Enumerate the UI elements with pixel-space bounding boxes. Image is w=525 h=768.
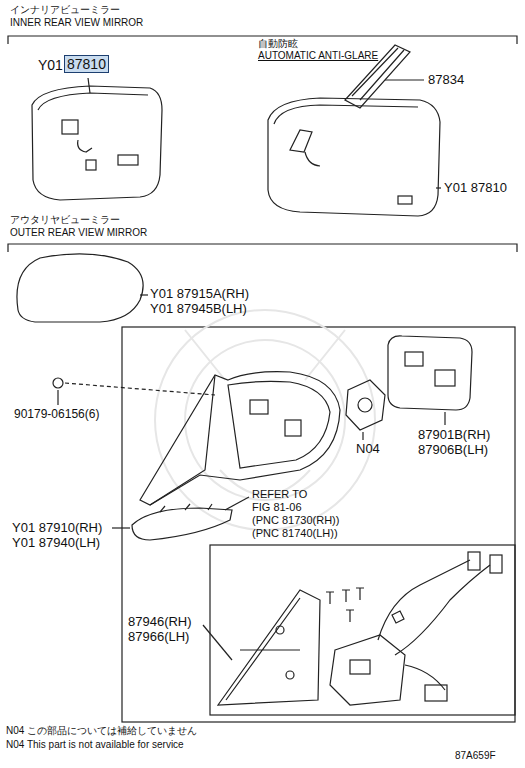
mirror-bracket <box>218 590 320 705</box>
turn-lamp <box>132 504 232 540</box>
leader-line <box>203 625 232 660</box>
leader-line <box>362 432 363 440</box>
leader-line <box>385 79 424 80</box>
part-number: Y01 87940(LH) <box>12 536 100 551</box>
part-number: Y01 87810 <box>444 181 507 196</box>
part-number: Y01 87910(RH) <box>12 521 102 536</box>
leader-line <box>225 497 249 510</box>
section-title: アウタリヤビューミラー <box>10 214 120 226</box>
figure-code: 87A659F <box>455 750 496 762</box>
leader-line <box>436 187 441 188</box>
part-number: 87946(RH) <box>128 615 192 630</box>
section-frame <box>8 244 517 252</box>
wire-harness <box>378 552 502 701</box>
reference-note: (PNC 81740(LH)) <box>252 527 338 540</box>
part-number: 87906B(LH) <box>418 443 488 458</box>
reference-note: (PNC 81730(RH)) <box>252 514 339 527</box>
leader-line <box>140 294 148 295</box>
part-prefix: Y01 <box>38 57 63 73</box>
sub-assembly-box <box>210 545 515 715</box>
inner-mirror <box>32 86 162 200</box>
footnote: N04 この部品については補給していません <box>6 725 197 737</box>
highlighted-part-number: 87810 <box>64 55 109 73</box>
assembly-box <box>122 327 515 722</box>
leader-line <box>112 527 130 528</box>
part-number: 87966(LH) <box>128 630 189 645</box>
section-subtitle: 自動防眩 <box>258 38 298 50</box>
inner-mirror-anti-glare <box>268 98 440 216</box>
footnote: N04 This part is not available for servi… <box>6 739 184 751</box>
mirror-glass <box>388 336 472 410</box>
part-number: Y01 87915A(RH) <box>150 287 249 302</box>
motor-unit <box>330 635 405 705</box>
part-number: 87901B(RH) <box>418 428 490 443</box>
leader-line <box>57 390 58 405</box>
leader-line <box>88 78 90 93</box>
section-title: インナリアビューミラー <box>10 4 120 16</box>
section-title: INNER REAR VIEW MIRROR <box>10 17 143 29</box>
section-subtitle: AUTOMATIC ANTI-GLARE <box>258 50 378 62</box>
leader-line <box>65 383 215 395</box>
part-number: 87834 <box>428 73 464 88</box>
callout-number: N04 <box>356 442 380 457</box>
mirror-body <box>140 372 340 505</box>
reference-note: REFER TO <box>252 488 307 501</box>
part-number: Y01 87945B(LH) <box>150 302 247 317</box>
nut <box>53 378 63 388</box>
leader-line <box>444 412 445 425</box>
part-number: 90179-06156(6) <box>14 408 99 422</box>
mirror-cover <box>17 254 143 322</box>
section-title: OUTER REAR VIEW MIRROR <box>10 227 147 239</box>
screws <box>326 588 364 622</box>
reference-note: FIG 81-06 <box>252 501 302 514</box>
mirror-actuator <box>346 380 385 430</box>
